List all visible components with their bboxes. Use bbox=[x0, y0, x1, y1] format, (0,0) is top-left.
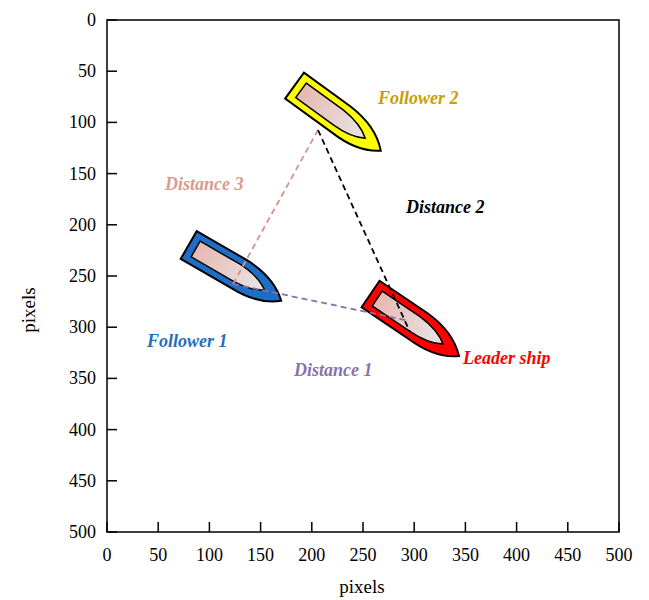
distance-label: Distance 2 bbox=[406, 198, 485, 216]
y-tick-label: 350 bbox=[69, 369, 96, 387]
x-tick-label: 150 bbox=[247, 546, 274, 564]
x-tick-label: 50 bbox=[149, 546, 167, 564]
x-tick-label: 200 bbox=[298, 546, 325, 564]
y-tick-label: 100 bbox=[69, 113, 96, 131]
plot-frame bbox=[107, 20, 619, 532]
y-tick-label: 450 bbox=[69, 472, 96, 490]
y-tick-label: 250 bbox=[69, 267, 96, 285]
leader-ship bbox=[362, 281, 469, 368]
y-tick-label: 150 bbox=[69, 165, 96, 183]
x-tick-label: 300 bbox=[401, 546, 428, 564]
y-tick-label: 400 bbox=[69, 421, 96, 439]
y-tick-label: 50 bbox=[78, 62, 96, 80]
ship-name: Leader ship bbox=[463, 349, 551, 367]
distance-2-line bbox=[318, 130, 410, 332]
ship-name: Follower 2 bbox=[378, 89, 459, 107]
x-tick-label: 250 bbox=[350, 546, 377, 564]
distance-3-line bbox=[233, 130, 318, 284]
follower-2-ship bbox=[285, 73, 391, 162]
y-tick-label: 500 bbox=[69, 523, 96, 541]
y-axis-title: pixels bbox=[19, 287, 38, 332]
x-tick-label: 450 bbox=[554, 546, 581, 564]
x-axis-title: pixels bbox=[339, 577, 384, 596]
y-tick-label: 300 bbox=[69, 318, 96, 336]
distance-1-line bbox=[233, 284, 405, 320]
y-tick-label: 0 bbox=[87, 11, 96, 29]
follower-1-ship bbox=[181, 231, 291, 313]
axis-ticks bbox=[107, 20, 619, 532]
ship-name: Follower 1 bbox=[147, 332, 228, 350]
x-tick-label: 350 bbox=[452, 546, 479, 564]
x-tick-label: 500 bbox=[606, 546, 633, 564]
distance-label: Distance 3 bbox=[165, 175, 244, 193]
y-tick-label: 200 bbox=[69, 216, 96, 234]
x-tick-label: 100 bbox=[196, 546, 223, 564]
x-tick-label: 0 bbox=[103, 546, 112, 564]
distance-label: Distance 1 bbox=[294, 361, 373, 379]
x-tick-label: 400 bbox=[503, 546, 530, 564]
